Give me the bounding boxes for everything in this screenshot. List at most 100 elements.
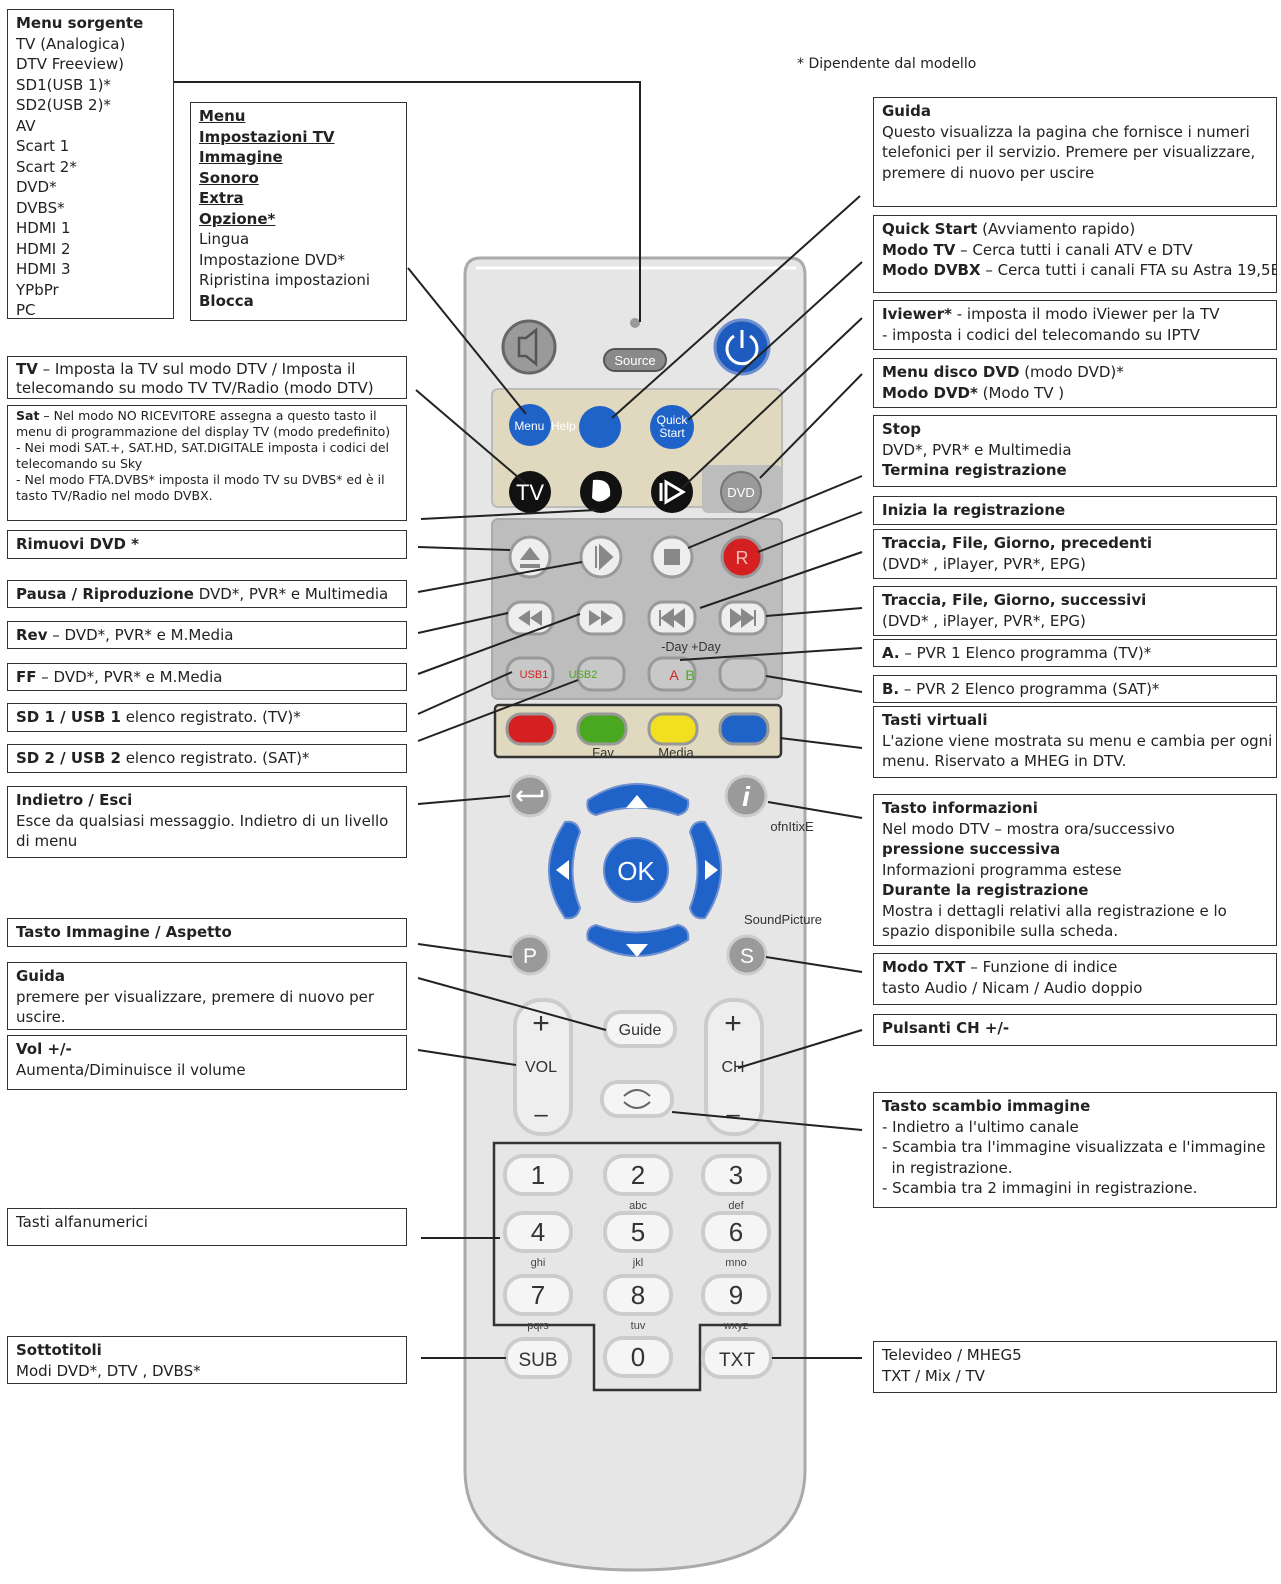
- b-text: – PVR 2 Elenco programma (SAT)*: [899, 680, 1160, 698]
- sat-box: Sat – Nel modo NO RICEVITORE assegna a q…: [7, 405, 407, 521]
- sd1-box: SD 1 / USB 1 elenco registrato. (TV)*: [7, 703, 407, 732]
- vol-plus-label: +: [532, 1007, 550, 1040]
- up-icon: [626, 795, 648, 808]
- rewind-button[interactable]: [505, 600, 555, 636]
- ok-button[interactable]: OK: [603, 837, 669, 903]
- teletext-button[interactable]: TXT: [701, 1337, 773, 1379]
- ff-text: – DVD*, PVR* e M.Media: [36, 668, 223, 686]
- picture-button[interactable]: P: [509, 934, 551, 976]
- green-key[interactable]: [576, 712, 628, 746]
- guide-left-text-2: uscire.: [16, 1008, 66, 1026]
- sat-button[interactable]: [580, 471, 622, 513]
- play-pause-button[interactable]: [579, 535, 623, 579]
- down-button[interactable]: [586, 923, 690, 957]
- subtitles-title: Sottotitoli: [16, 1341, 102, 1359]
- alphanumeric-box: Tasti alfanumerici: [7, 1208, 407, 1246]
- b-button[interactable]: [718, 656, 768, 692]
- record-button[interactable]: R: [720, 535, 764, 579]
- info-button[interactable]: i: [724, 774, 768, 818]
- usb1-button[interactable]: USB1: [505, 656, 555, 692]
- back-box: Indietro / Esci Esce da qualsiasi messag…: [7, 786, 407, 858]
- key-7-button[interactable]: 7: [503, 1274, 573, 1316]
- source-menu-box: Menu sorgente TV (Analogica)DTV Freeview…: [7, 9, 174, 319]
- key-label: 5: [631, 1217, 645, 1247]
- volume-rocker[interactable]: + VOL –: [513, 998, 573, 1136]
- red-key[interactable]: [505, 712, 557, 746]
- exit-label: ofnItixE: [770, 819, 814, 834]
- swap-text-1: - Indietro a l'ultimo canale: [882, 1117, 1079, 1136]
- dvd-menu-text-2: (Modo TV ): [977, 383, 1065, 402]
- teletext-text-2: TXT / Mix / TV: [882, 1366, 985, 1385]
- key-label: 1: [531, 1160, 545, 1190]
- a-button[interactable]: A B: [647, 656, 697, 692]
- dvd-button[interactable]: DVD: [720, 471, 762, 513]
- source-menu-item: YPbPr: [16, 280, 59, 299]
- key-3-button[interactable]: 3: [701, 1154, 771, 1196]
- sound-button[interactable]: S: [726, 934, 768, 976]
- iviewer-icon: [664, 479, 686, 505]
- key-label: 7: [531, 1280, 545, 1310]
- a-box: A. – PVR 1 Elenco programma (TV)*: [873, 639, 1277, 667]
- key-0-button[interactable]: 0: [603, 1336, 673, 1378]
- fast-forward-icon: [589, 610, 613, 626]
- quick-start-button[interactable]: Quick Start: [650, 405, 694, 449]
- volume-box: Vol +/- Aumenta/Diminuisce il volume: [7, 1035, 407, 1090]
- next-title: Traccia, File, Giorno, successivi: [882, 591, 1147, 609]
- key-1-button[interactable]: 1: [503, 1154, 573, 1196]
- key-5-button[interactable]: 5: [603, 1211, 673, 1253]
- quick-start-box: Quick Start (Avviamento rapido) Modo TV …: [873, 215, 1277, 293]
- menu-item-bold: Menu: [199, 107, 246, 125]
- mute-button[interactable]: [501, 319, 557, 375]
- eject-button[interactable]: [508, 535, 552, 579]
- volume-text: Aumenta/Diminuisce il volume: [16, 1060, 246, 1079]
- help-button[interactable]: [579, 406, 621, 448]
- usb2-label: USB2: [569, 669, 598, 681]
- alphanumeric-label: Tasti alfanumerici: [16, 1213, 148, 1231]
- down-icon: [626, 944, 648, 957]
- blue-key[interactable]: [718, 712, 770, 746]
- iviewer-text-1: - imposta il modo iViewer per la TV: [951, 305, 1220, 323]
- menu-help-button[interactable]: Menu Help: [509, 404, 576, 446]
- guide-button[interactable]: Guide: [603, 1010, 677, 1048]
- usb2-button[interactable]: USB2: [569, 656, 626, 692]
- channel-rocker[interactable]: + CH –: [704, 998, 764, 1136]
- key-4-button[interactable]: 4: [503, 1211, 573, 1253]
- picture-label: Tasto Immagine / Aspetto: [16, 923, 232, 941]
- source-menu-item: Scart 1: [16, 137, 70, 155]
- sd1-title: SD 1 / USB 1: [16, 708, 121, 726]
- key-letters: mno: [725, 1257, 746, 1269]
- key-9-button[interactable]: 9: [701, 1274, 771, 1316]
- tv-button[interactable]: TV: [509, 471, 551, 513]
- tv-button-label: TV: [516, 480, 544, 505]
- back-text-1: Esce da qualsiasi messaggio. Indietro di…: [16, 811, 389, 830]
- swap-text-2: - Scambia tra l'immagine visualizzata e …: [882, 1138, 1266, 1156]
- info-text-1: Nel modo DTV – mostra ora/successivo: [882, 819, 1175, 838]
- source-button[interactable]: Source: [603, 348, 667, 372]
- iviewer-button[interactable]: [651, 471, 693, 513]
- next-button[interactable]: [718, 600, 768, 636]
- info-box: Tasto informazioni Nel modo DTV – mostra…: [873, 794, 1277, 946]
- source-menu-item: HDMI 3: [16, 260, 71, 278]
- key-letters: tuv: [631, 1320, 646, 1332]
- previous-button[interactable]: [647, 600, 697, 636]
- info-next-press-title: pressione successiva: [882, 840, 1061, 858]
- key-6-button[interactable]: 6: [701, 1211, 771, 1253]
- fast-forward-button[interactable]: [576, 600, 626, 636]
- sat-text-1: – Nel modo NO RICEVITORE assegna a quest…: [39, 408, 377, 423]
- stop-button[interactable]: [650, 535, 694, 579]
- key-2-button[interactable]: 2: [603, 1154, 673, 1196]
- mute-icon: [517, 327, 538, 367]
- rev-text: – DVD*, PVR* e M.Media: [47, 626, 234, 644]
- vol-minus-label: –: [534, 1101, 548, 1128]
- key-label: 9: [729, 1280, 743, 1310]
- ff-title: FF: [16, 668, 37, 686]
- key-label: 6: [729, 1217, 743, 1247]
- yellow-key[interactable]: [647, 712, 699, 746]
- key-letters: jkl: [632, 1257, 643, 1269]
- key-8-button[interactable]: 8: [603, 1274, 673, 1316]
- mode-dvbx-title: Modo DVBX: [882, 261, 981, 279]
- teletext-text-1: Televideo / MHEG5: [882, 1346, 1022, 1364]
- txt-mode-text-2: tasto Audio / Nicam / Audio doppio: [882, 978, 1143, 997]
- channel-box: Pulsanti CH +/-: [873, 1014, 1277, 1046]
- swap-button[interactable]: [600, 1080, 674, 1118]
